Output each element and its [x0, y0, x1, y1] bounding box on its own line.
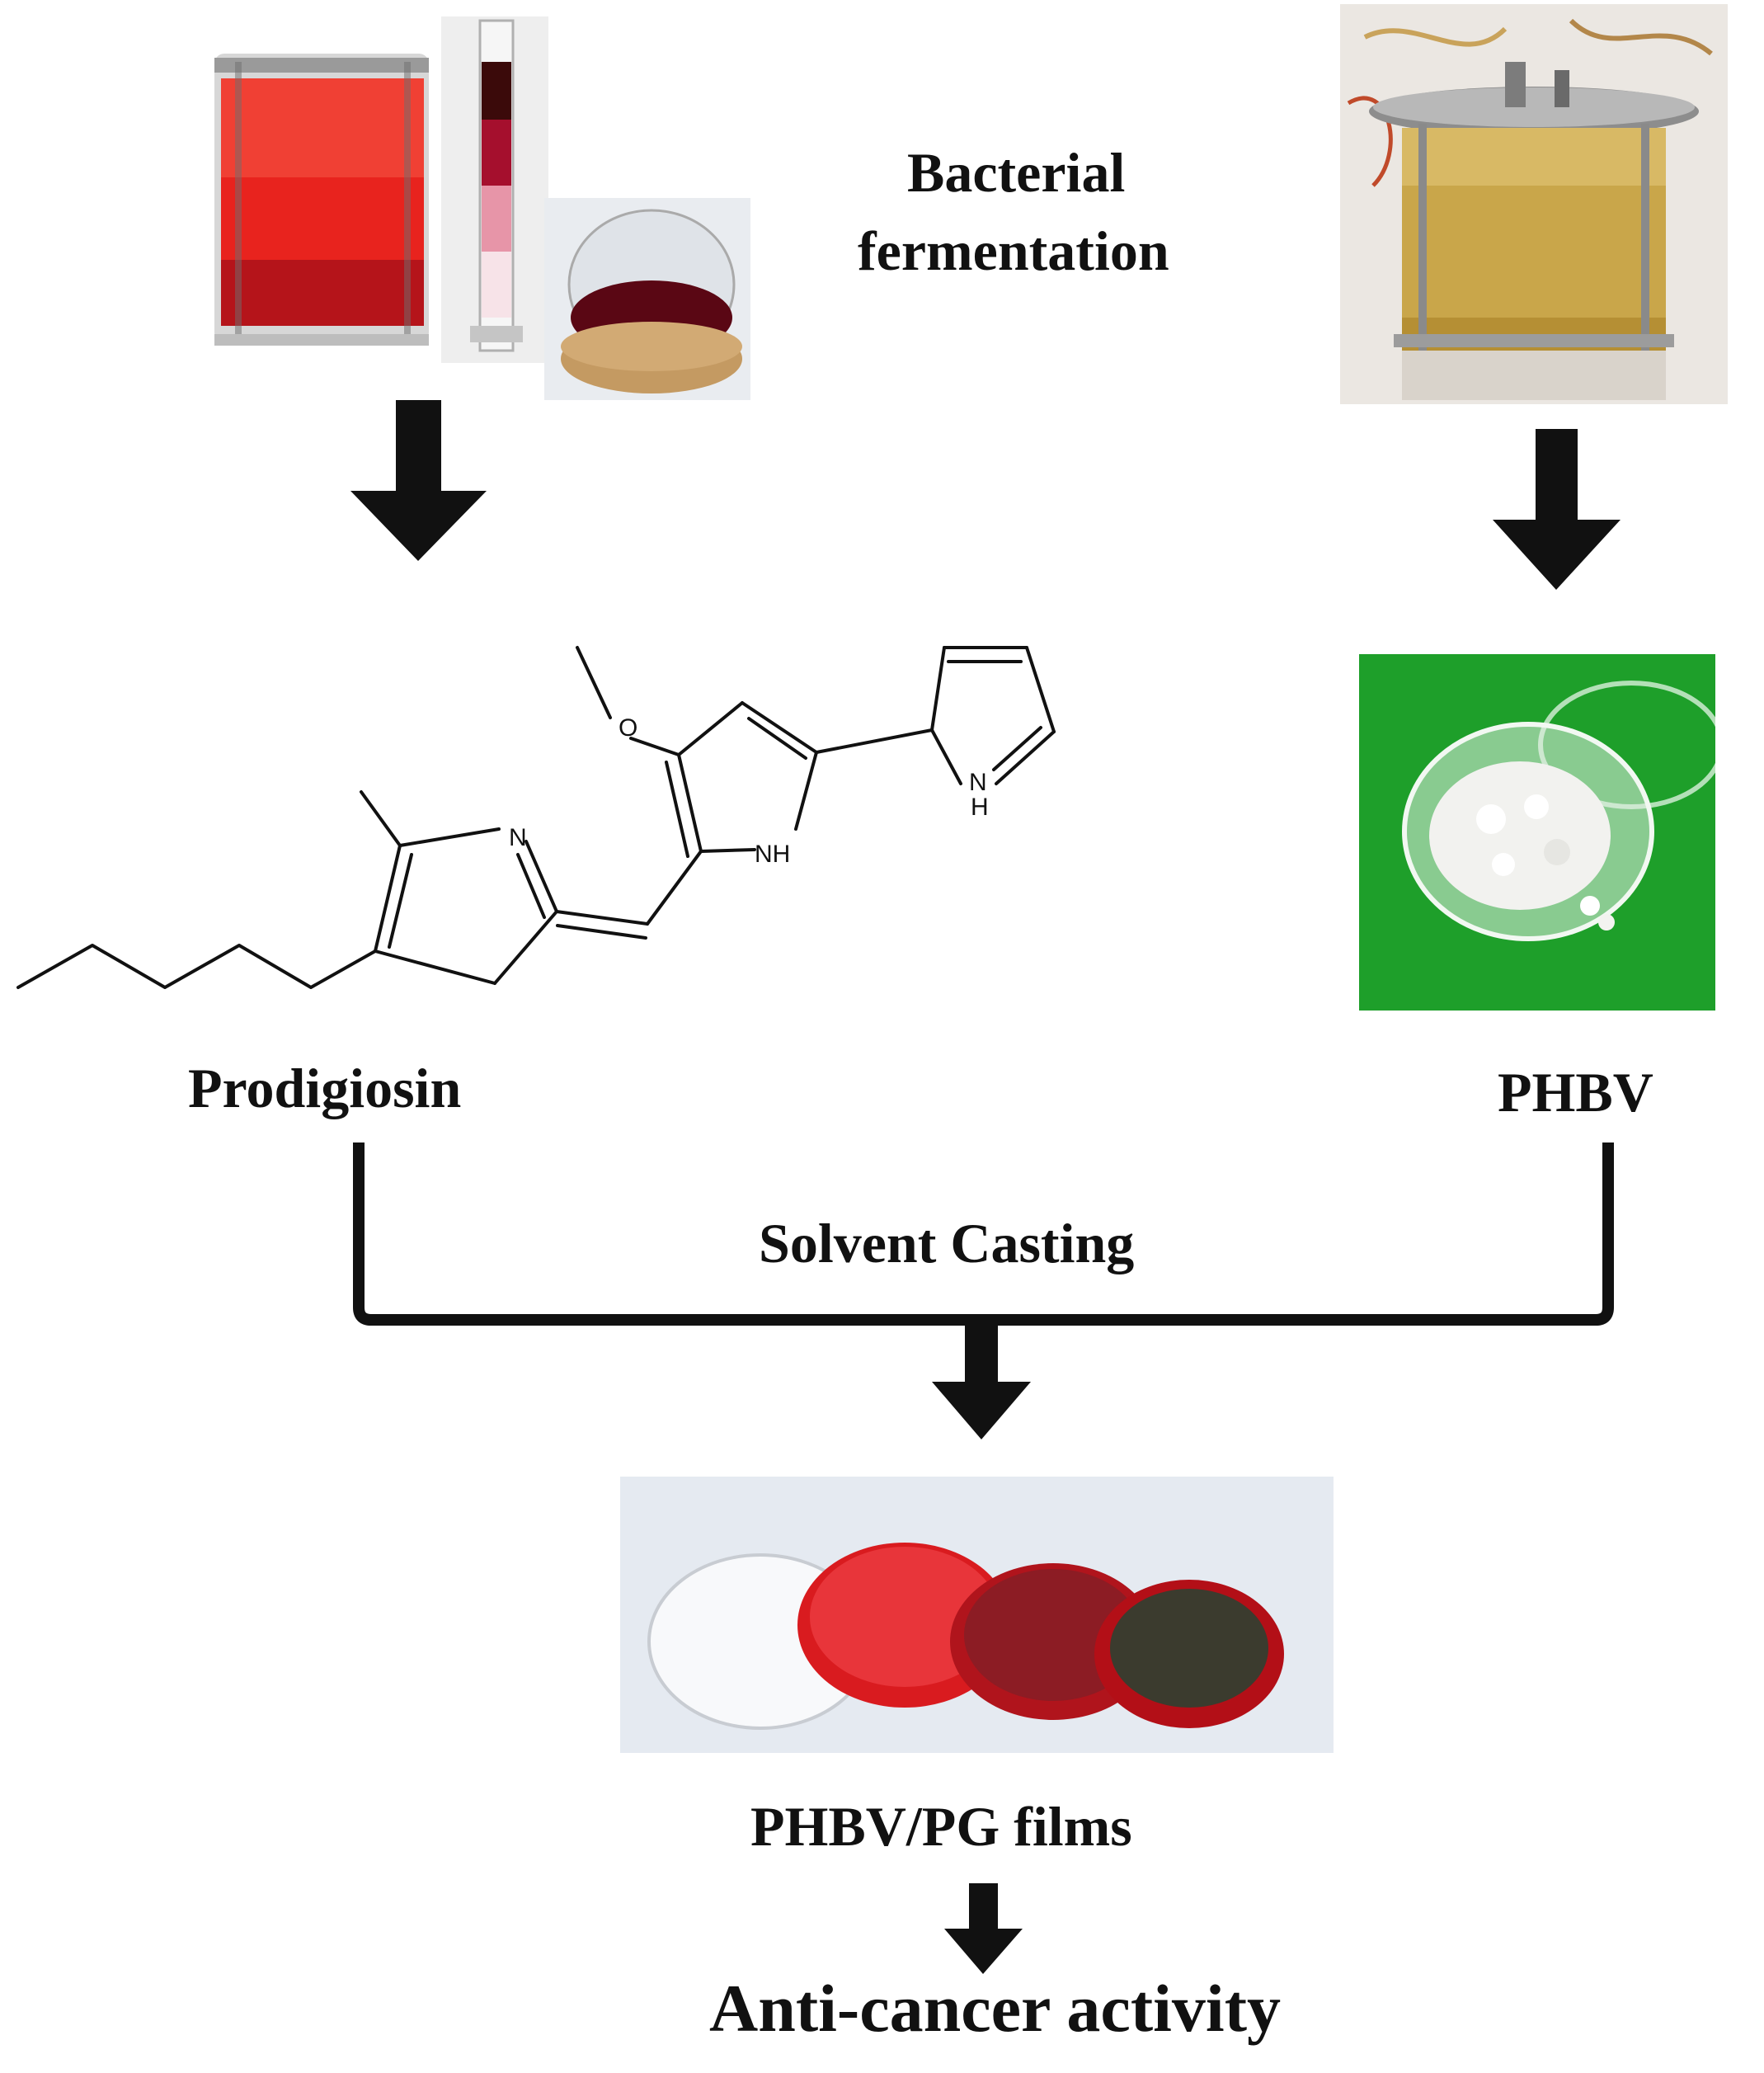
atom-n-right-pyrrole: N [969, 769, 987, 796]
fermentation-label-line1: Bacterial [907, 141, 1126, 204]
phbv-bioreactor-photo [1340, 4, 1728, 404]
prodigiosin-fermentation-photo [157, 12, 779, 400]
solvent-casting-label: Solvent Casting [759, 1212, 1135, 1274]
arrow-down-final [944, 1883, 1023, 1974]
atom-nh-middle: NH [755, 841, 790, 868]
prodigiosin-structure: N NH O N H [16, 646, 1056, 989]
svg-text:O: O [619, 714, 637, 742]
arrow-down-center [932, 1320, 1031, 1439]
prodigiosin-label: Prodigiosin [188, 1057, 462, 1119]
fermentation-label-line2: fermentation [858, 219, 1169, 282]
arrow-down-right [1493, 429, 1621, 590]
anticancer-label: Anti-cancer activity [709, 1971, 1281, 2046]
phbv-label: PHBV [1498, 1061, 1653, 1124]
atom-h-right-pyrrole: H [971, 794, 989, 821]
films-label: PHBV/PG films [750, 1795, 1132, 1858]
phbv-pg-films-photo [620, 1477, 1334, 1753]
phbv-powder-photo [1359, 654, 1715, 1011]
atom-n-imine: N [509, 824, 527, 851]
arrow-down-left [350, 400, 487, 561]
